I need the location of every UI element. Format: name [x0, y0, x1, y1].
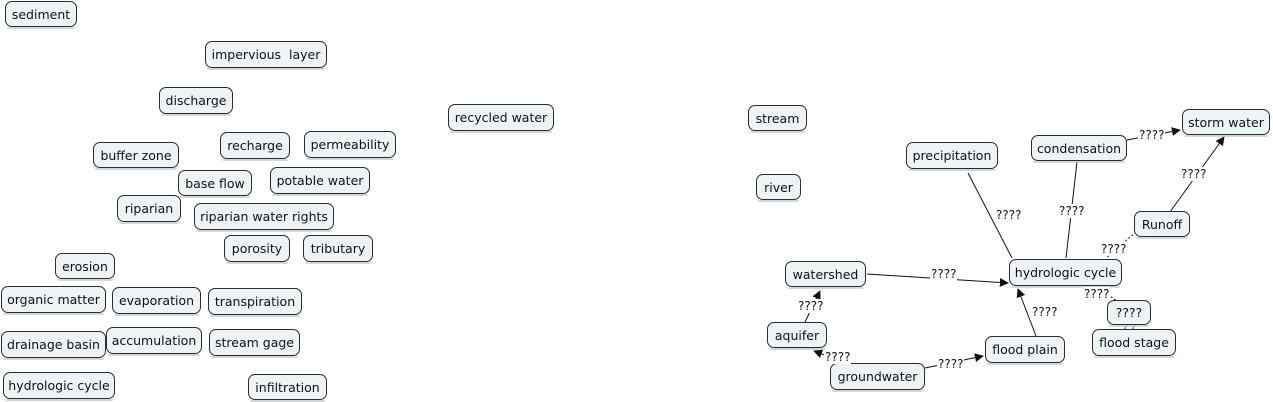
concept-watershed[interactable]: watershed — [785, 261, 866, 289]
concept-porosity[interactable]: porosity — [224, 235, 290, 264]
concept-transpiration[interactable]: transpiration — [208, 288, 302, 317]
concept-precipitation[interactable]: precipitation — [906, 142, 998, 171]
link-label-aquifer[interactable]: ???? — [797, 299, 825, 313]
link-label-groundwater-flood[interactable]: ???? — [937, 357, 965, 371]
concept-flood-plain[interactable]: flood plain — [985, 336, 1065, 365]
link-label-flood-plain[interactable]: ???? — [1031, 305, 1059, 319]
concept-aquifer[interactable]: aquifer — [767, 322, 827, 350]
concept-flood-stage[interactable]: flood stage — [1092, 329, 1176, 358]
link-label-watershed[interactable]: ???? — [930, 267, 958, 281]
concept-accumulation[interactable]: accumulation — [106, 327, 202, 356]
concept-infiltration[interactable]: infiltration — [248, 374, 327, 402]
link-label-condensation[interactable]: ???? — [1058, 204, 1086, 218]
concept-sediment[interactable]: sediment — [5, 1, 77, 29]
concept-hydrologic-cycle[interactable]: hydrologic cycle — [1009, 259, 1122, 288]
link-label-runoff-storm[interactable]: ???? — [1180, 167, 1208, 181]
concept-tributary[interactable]: tributary — [303, 235, 373, 264]
concept-base-flow[interactable]: base flow — [178, 170, 252, 198]
link-label-precipitation[interactable]: ???? — [995, 208, 1023, 222]
concept-buffer-zone[interactable]: buffer zone — [93, 142, 179, 170]
concept-potable-water[interactable]: potable water — [270, 167, 370, 196]
concept-condensation[interactable]: condensation — [1031, 135, 1127, 163]
link-label-condensation-storm[interactable]: ???? — [1138, 128, 1166, 142]
link-label-groundwater-aquifer[interactable]: ???? — [824, 350, 852, 364]
concept-riparian-water-rights[interactable]: riparian water rights — [194, 203, 334, 232]
concept-discharge[interactable]: discharge — [159, 87, 233, 116]
link-label-runoff-hydrologic[interactable]: ???? — [1100, 242, 1128, 256]
concept-erosion[interactable]: erosion — [55, 253, 115, 281]
concept-organic-matter[interactable]: organic matter — [1, 286, 106, 315]
concept-stream-gage[interactable]: stream gage — [209, 329, 300, 358]
concept-recycled-water[interactable]: recycled water — [448, 104, 554, 133]
edge-precipitation-hydrologic-cycle — [967, 172, 1013, 259]
concept-runoff[interactable]: Runoff — [1134, 211, 1190, 239]
concept-unknown[interactable]: ???? — [1107, 300, 1151, 327]
concept-groundwater[interactable]: groundwater — [830, 363, 925, 392]
edge-flood-plain-hydrologic-cycle — [1016, 288, 1037, 337]
concept-drainage-basin[interactable]: drainage basin — [1, 331, 106, 360]
concept-permeability[interactable]: permeability — [304, 131, 396, 160]
concept-stream[interactable]: stream — [748, 105, 807, 133]
concept-impervious-layer[interactable]: impervious layer — [205, 41, 327, 70]
concept-hydrologic-cycle-bank[interactable]: hydrologic cycle — [3, 372, 115, 401]
concept-riparian[interactable]: riparian — [117, 195, 181, 224]
concept-river[interactable]: river — [756, 174, 801, 202]
concept-evaporation[interactable]: evaporation — [112, 287, 201, 316]
concept-storm-water[interactable]: storm water — [1182, 109, 1270, 137]
link-label-hydrologic-unknown[interactable]: ???? — [1083, 287, 1111, 301]
concept-recharge[interactable]: recharge — [220, 132, 290, 161]
